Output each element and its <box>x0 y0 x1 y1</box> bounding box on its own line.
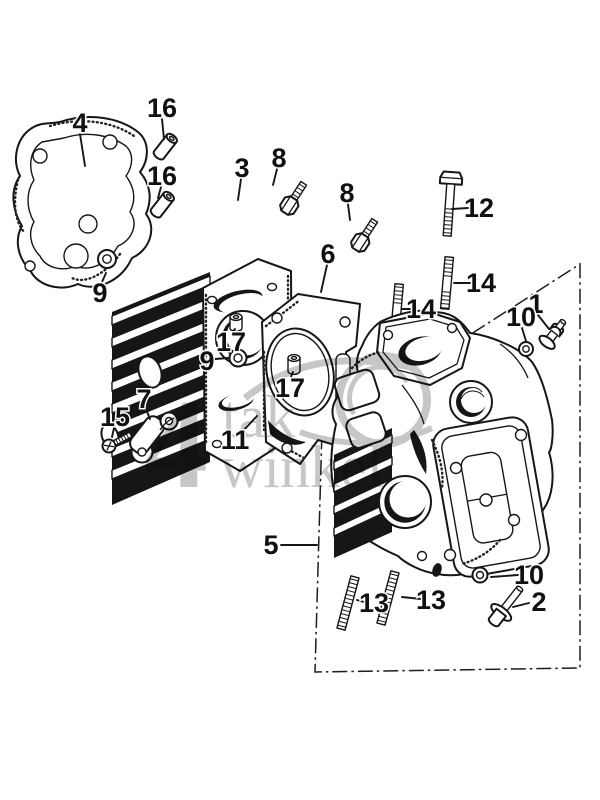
callout-number-13: 13 <box>359 588 389 618</box>
callout-leader-16 <box>157 186 162 199</box>
callout-number-16: 16 <box>147 161 177 191</box>
watermark-big-4: 4 <box>144 373 208 515</box>
flange-bolt-8-left <box>279 180 308 216</box>
stud-13-left <box>336 575 360 631</box>
hex-bolt-12 <box>438 170 464 237</box>
dowel-pin-16-top <box>152 132 178 161</box>
callout-leader-8 <box>347 203 351 221</box>
callout-leader-7 <box>145 408 151 420</box>
callout-leader-3 <box>237 178 242 201</box>
callout-leader-17 <box>290 371 294 378</box>
callout-leader-2 <box>512 602 530 608</box>
callout-number-14: 14 <box>406 294 436 324</box>
callout-number-11: 11 <box>221 425 250 455</box>
callout-leader-13 <box>356 599 365 603</box>
callout-number-15: 15 <box>100 402 130 432</box>
stud-14-right <box>439 256 455 310</box>
callout-number-9: 9 <box>199 346 214 376</box>
callout-leader-13 <box>401 596 422 600</box>
callout-leader-9 <box>214 357 229 360</box>
callout-number-14: 14 <box>466 268 496 298</box>
joint-nipple-1 <box>538 318 567 350</box>
callout-number-4: 4 <box>72 108 87 138</box>
callout-leader-17 <box>232 328 236 332</box>
cylinder-head <box>330 309 554 578</box>
callout-leader-12 <box>451 207 469 210</box>
callout-number-2: 2 <box>531 587 546 617</box>
sealing-bolt-2 <box>487 585 524 628</box>
dowel-pin-16-bottom <box>149 190 175 219</box>
watermark: 4 tak winkel <box>144 352 434 515</box>
callout-number-6: 6 <box>320 239 335 269</box>
callout-number-8: 8 <box>271 143 286 173</box>
callout-leader-4 <box>79 133 86 167</box>
callout-leader-10 <box>490 574 519 578</box>
callout-leader-16 <box>161 118 165 140</box>
assembly-boundary <box>314 262 581 673</box>
o-ring-10-lower <box>471 566 489 584</box>
callout-leader-15 <box>111 427 115 438</box>
o-ring-9-left <box>97 249 117 269</box>
callout-number-9: 9 <box>92 278 107 308</box>
callout-number-17: 17 <box>216 327 246 357</box>
callout-leader-9 <box>101 272 107 283</box>
callout-leader-1 <box>537 314 550 330</box>
callout-leader-11 <box>242 415 258 432</box>
callout-number-10: 10 <box>506 302 536 332</box>
stud-13-right <box>376 570 400 626</box>
callout-leader-10 <box>521 327 527 342</box>
callout-number-8: 8 <box>339 178 354 208</box>
o-ring-9-on-cylinder <box>228 348 248 368</box>
callout-number-7: 7 <box>136 384 151 414</box>
callout-number-16: 16 <box>147 93 177 123</box>
callout-number-10: 10 <box>514 560 544 590</box>
flange-bolt-8-right <box>350 217 379 253</box>
callout-number-17: 17 <box>275 373 305 403</box>
clamp-bracket-7 <box>129 411 179 464</box>
dowel-pin-17-on-cylinder <box>229 312 243 333</box>
callout-number-3: 3 <box>234 153 249 183</box>
watermark-word-tak: tak <box>222 384 295 450</box>
callout-leader-6 <box>320 264 328 293</box>
o-ring-10-upper <box>518 341 534 357</box>
callout-number-12: 12 <box>464 193 494 223</box>
side-cover-gasket <box>12 116 153 289</box>
callout-number-5: 5 <box>263 530 278 560</box>
callout-number-1: 1 <box>528 289 543 319</box>
callout-leader-8 <box>272 168 278 186</box>
screw-15 <box>101 431 133 454</box>
callout-number-13: 13 <box>416 585 446 615</box>
